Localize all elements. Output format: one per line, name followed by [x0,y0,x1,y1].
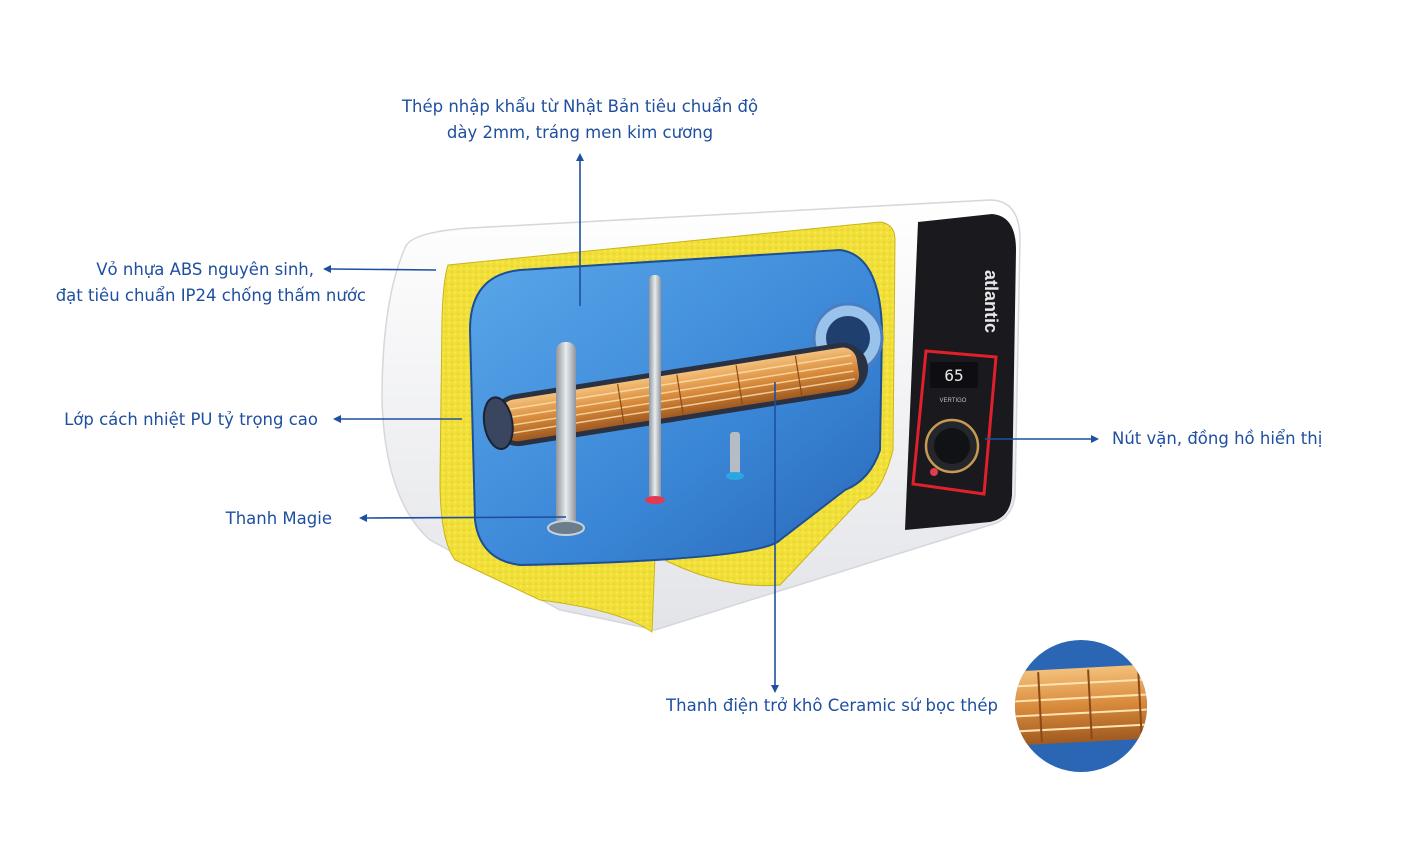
thermostat-tube [649,275,661,500]
heater-label: Thanh điện trở khô Ceramic sứ bọc thép [666,696,998,715]
control-label: Nút vặn, đồng hồ hiển thị [1112,429,1323,448]
brand-logo: atlantic [981,270,1001,333]
callout-arrows [323,153,1099,693]
heater-zoom-detail [1015,640,1147,772]
shell-label-line1: Vỏ nhựa ABS nguyên sinh, [96,260,314,279]
steel-label: Thép nhập khẩu từ Nhật Bản tiêu chuẩn độ… [370,94,790,146]
highlight-frame [911,349,998,496]
magnesium-rod [556,342,576,530]
magnesium-label: Thanh Magie [225,509,332,528]
steel-label-line2: dày 2mm, tráng men kim cương [446,123,714,142]
steel-label-line1: Thép nhập khẩu từ Nhật Bản tiêu chuẩn độ [401,97,759,116]
shell-label: Vỏ nhựa ABS nguyên sinh, đạt tiêu chuẩn … [14,257,366,309]
temperature-display: 65 [944,366,963,385]
model-label: VERTIGO [940,398,967,404]
shell-label-line2: đạt tiêu chuẩn IP24 chống thấm nước [55,286,366,305]
small-probe [726,432,744,480]
display-area [930,362,978,388]
insulation-label: Lớp cách nhiệt PU tỷ trọng cao [64,410,318,429]
